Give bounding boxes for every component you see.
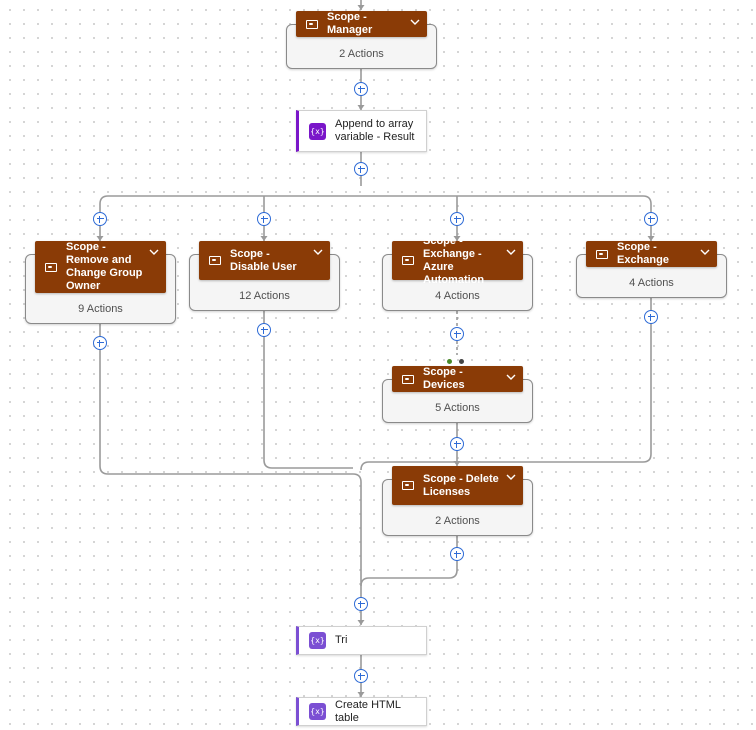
- add-parallel-branch-button[interactable]: [450, 212, 464, 226]
- scope-devices-header[interactable]: Scope - Devices: [392, 366, 523, 392]
- create-html-table-card[interactable]: {x} Create HTML table: [296, 697, 427, 726]
- scope-remove-change-group-owner-actions-count: 9 Actions: [78, 303, 123, 315]
- scope-delete-licenses-title: Scope - Delete Licenses: [423, 472, 499, 498]
- add-step-button[interactable]: [257, 323, 271, 337]
- add-step-button[interactable]: [450, 327, 464, 341]
- append-to-array-variable-card[interactable]: {x} Append to array variable - Result: [296, 110, 427, 152]
- scope-disable-user-title: Scope - Disable User: [230, 247, 297, 273]
- scope-delete-licenses-header[interactable]: Scope - Delete Licenses: [392, 466, 523, 505]
- scope-disable-user-header[interactable]: Scope - Disable User: [199, 241, 330, 280]
- scope-remove-change-group-owner-title: Scope - Remove and Change Group Owner: [66, 241, 143, 292]
- scope-devices-title: Scope - Devices: [423, 366, 465, 391]
- add-step-button[interactable]: [354, 162, 368, 176]
- chevron-down-icon[interactable]: [312, 246, 324, 258]
- add-step-button[interactable]: [354, 597, 368, 611]
- run-after-success-dot: [447, 359, 452, 364]
- scope-exchange-azure-automation-header[interactable]: Scope - Exchange - Azure Automation: [392, 235, 523, 286]
- chevron-down-icon[interactable]: [148, 246, 160, 258]
- chevron-down-icon[interactable]: [505, 471, 517, 483]
- scope-delete-licenses-actions-count: 2 Actions: [435, 515, 480, 527]
- scope-icon: [402, 481, 414, 490]
- variable-icon: {x}: [309, 122, 326, 140]
- scope-devices-actions-count: 5 Actions: [435, 402, 480, 414]
- scope-exchange-title: Scope - Exchange: [617, 241, 669, 266]
- scope-icon: [402, 256, 414, 265]
- append-to-array-variable-title: Append to array variable - Result: [335, 118, 415, 143]
- scope-icon: [306, 19, 318, 29]
- chevron-down-icon[interactable]: [505, 371, 517, 383]
- scope-disable-user-actions-count: 12 Actions: [239, 290, 290, 302]
- scope-exchange-header[interactable]: Scope - Exchange: [586, 241, 717, 267]
- add-parallel-branch-button[interactable]: [93, 212, 107, 226]
- scope-exchange-actions-count: 4 Actions: [629, 277, 674, 289]
- add-step-button[interactable]: [354, 82, 368, 96]
- scope-icon: [596, 249, 608, 259]
- add-step-button[interactable]: [93, 336, 107, 350]
- add-step-button[interactable]: [450, 547, 464, 561]
- tri-action-card[interactable]: {x} Tri: [296, 626, 427, 655]
- add-step-button[interactable]: [644, 310, 658, 324]
- scope-remove-change-group-owner-header[interactable]: Scope - Remove and Change Group Owner: [35, 241, 166, 293]
- scope-manager-title: Scope - Manager: [327, 11, 373, 36]
- scope-manager-actions-count: 2 Actions: [339, 48, 384, 60]
- scope-icon: [402, 374, 414, 384]
- scope-exchange-azure-automation-actions-count: 4 Actions: [435, 290, 480, 302]
- scope-exchange-azure-automation-title: Scope - Exchange - Azure Automation: [423, 234, 485, 286]
- scope-manager-header[interactable]: Scope - Manager: [296, 11, 427, 37]
- chevron-down-icon[interactable]: [505, 246, 517, 258]
- chevron-down-icon[interactable]: [699, 246, 711, 258]
- variable-icon: {x}: [309, 703, 326, 720]
- variable-icon: {x}: [309, 632, 326, 649]
- tri-action-title: Tri: [335, 634, 348, 646]
- add-parallel-branch-button[interactable]: [644, 212, 658, 226]
- add-step-button[interactable]: [450, 437, 464, 451]
- run-after-status-dot: [459, 359, 464, 364]
- scope-icon: [45, 262, 57, 272]
- create-html-table-title: Create HTML table: [335, 698, 401, 724]
- scope-icon: [209, 256, 221, 265]
- chevron-down-icon[interactable]: [409, 16, 421, 28]
- add-parallel-branch-button[interactable]: [257, 212, 271, 226]
- add-step-button[interactable]: [354, 669, 368, 683]
